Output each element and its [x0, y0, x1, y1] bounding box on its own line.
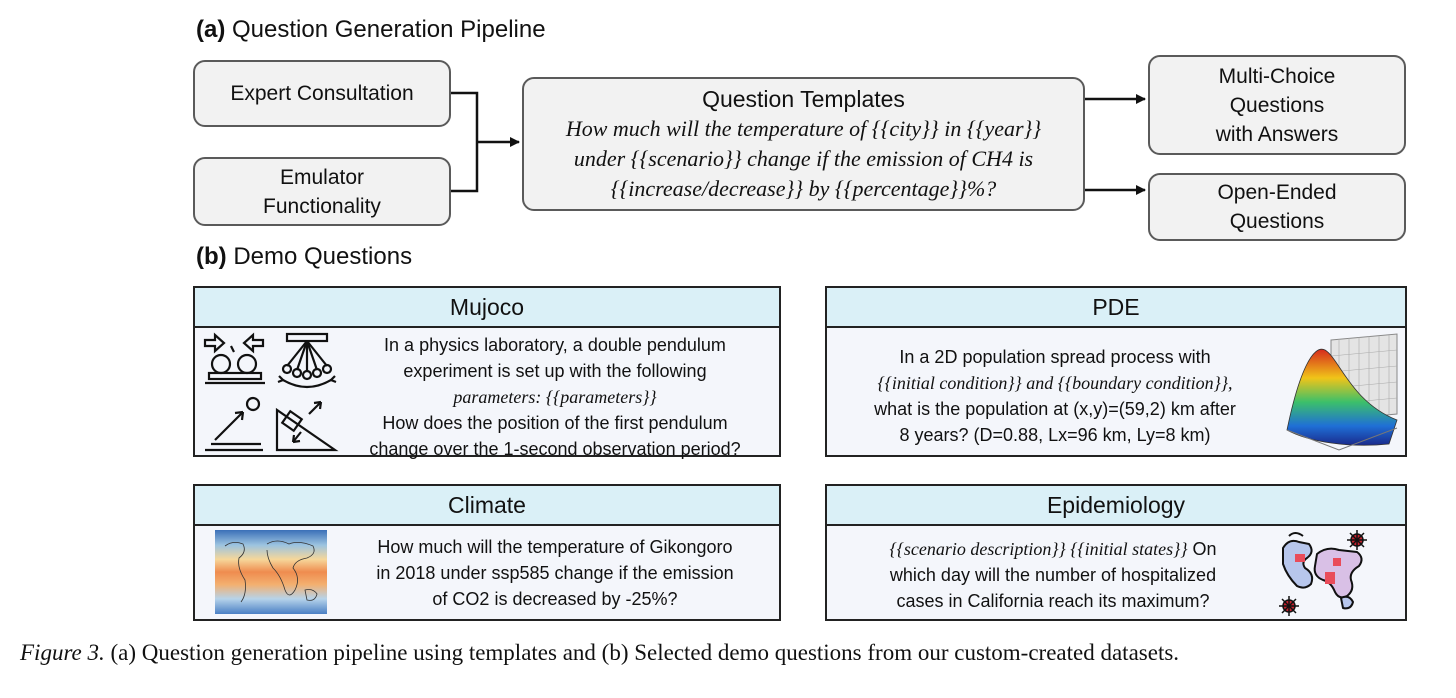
- epidemiology-card-title: Epidemiology: [827, 486, 1405, 526]
- pde-surface-plot-icon: [1286, 333, 1398, 451]
- expert-consultation-box: Expert Consultation: [193, 60, 451, 127]
- section-b-title: (b) Demo Questions: [196, 243, 413, 270]
- card-text-line: of CO2 is decreased by -25%?: [432, 589, 678, 609]
- open-ended-box: Open-Ended Questions: [1148, 173, 1406, 241]
- pipeline-connectors: [450, 91, 1146, 195]
- card-text-line: change over the 1-second observation per…: [369, 439, 741, 459]
- card-text-line: what is the population at (x,y)=(59,2) k…: [874, 399, 1236, 419]
- multi-choice-box: Multi-Choice Questions with Answers: [1148, 55, 1406, 155]
- card-text-line: {{scenario description}} {{initial state…: [889, 539, 1217, 559]
- card-text-line: cases in California reach its maximum?: [896, 591, 1210, 611]
- card-text-line: In a physics laboratory, a double pendul…: [384, 335, 726, 355]
- templates-title: Question Templates: [702, 86, 905, 112]
- pde-card: PDE In a 2D population spread process wi…: [825, 286, 1407, 457]
- climate-card: Climate How much will the temperature of…: [193, 484, 781, 621]
- card-text-line: {{initial condition}} and {{boundary con…: [877, 373, 1233, 393]
- epidemic-map-icon: [1279, 530, 1367, 616]
- card-text-line: How does the position of the first pendu…: [382, 413, 728, 433]
- card-text-line: In a 2D population spread process with: [899, 347, 1211, 367]
- mujoco-card: Mujoco In a physics laboratory, a double…: [193, 286, 781, 459]
- mujoco-physics-icon: [203, 332, 339, 452]
- mujoco-card-title: Mujoco: [195, 288, 779, 328]
- figure-caption: Figure 3. (a) Question generation pipeli…: [20, 640, 1180, 665]
- climate-heatmap-icon: [215, 530, 327, 614]
- template-line: How much will the temperature of {{city}…: [565, 116, 1042, 141]
- pde-card-title: PDE: [827, 288, 1405, 328]
- template-line: {{increase/decrease}} by {{percentage}}%…: [610, 176, 997, 201]
- card-text-line: 8 years? (D=0.88, Lx=96 km, Ly=8 km): [899, 425, 1211, 445]
- climate-card-title: Climate: [195, 486, 779, 526]
- emulator-functionality-box: Emulator Functionality: [193, 157, 451, 226]
- card-text-line: which day will the number of hospitalize…: [889, 565, 1217, 585]
- card-text-line: in 2018 under ssp585 change if the emiss…: [376, 563, 734, 583]
- section-a-title: (a) Question Generation Pipeline: [196, 16, 546, 43]
- template-line: under {{scenario}} change if the emissio…: [573, 146, 1034, 171]
- question-templates-box: Question Templates How much will the tem…: [522, 77, 1085, 211]
- card-text-line: parameters: {{parameters}}: [453, 387, 657, 407]
- epidemiology-card: Epidemiology {{scenario description}} {{…: [825, 484, 1407, 621]
- card-text-line: experiment is set up with the following: [403, 361, 707, 381]
- card-text-line: How much will the temperature of Gikongo…: [377, 537, 733, 557]
